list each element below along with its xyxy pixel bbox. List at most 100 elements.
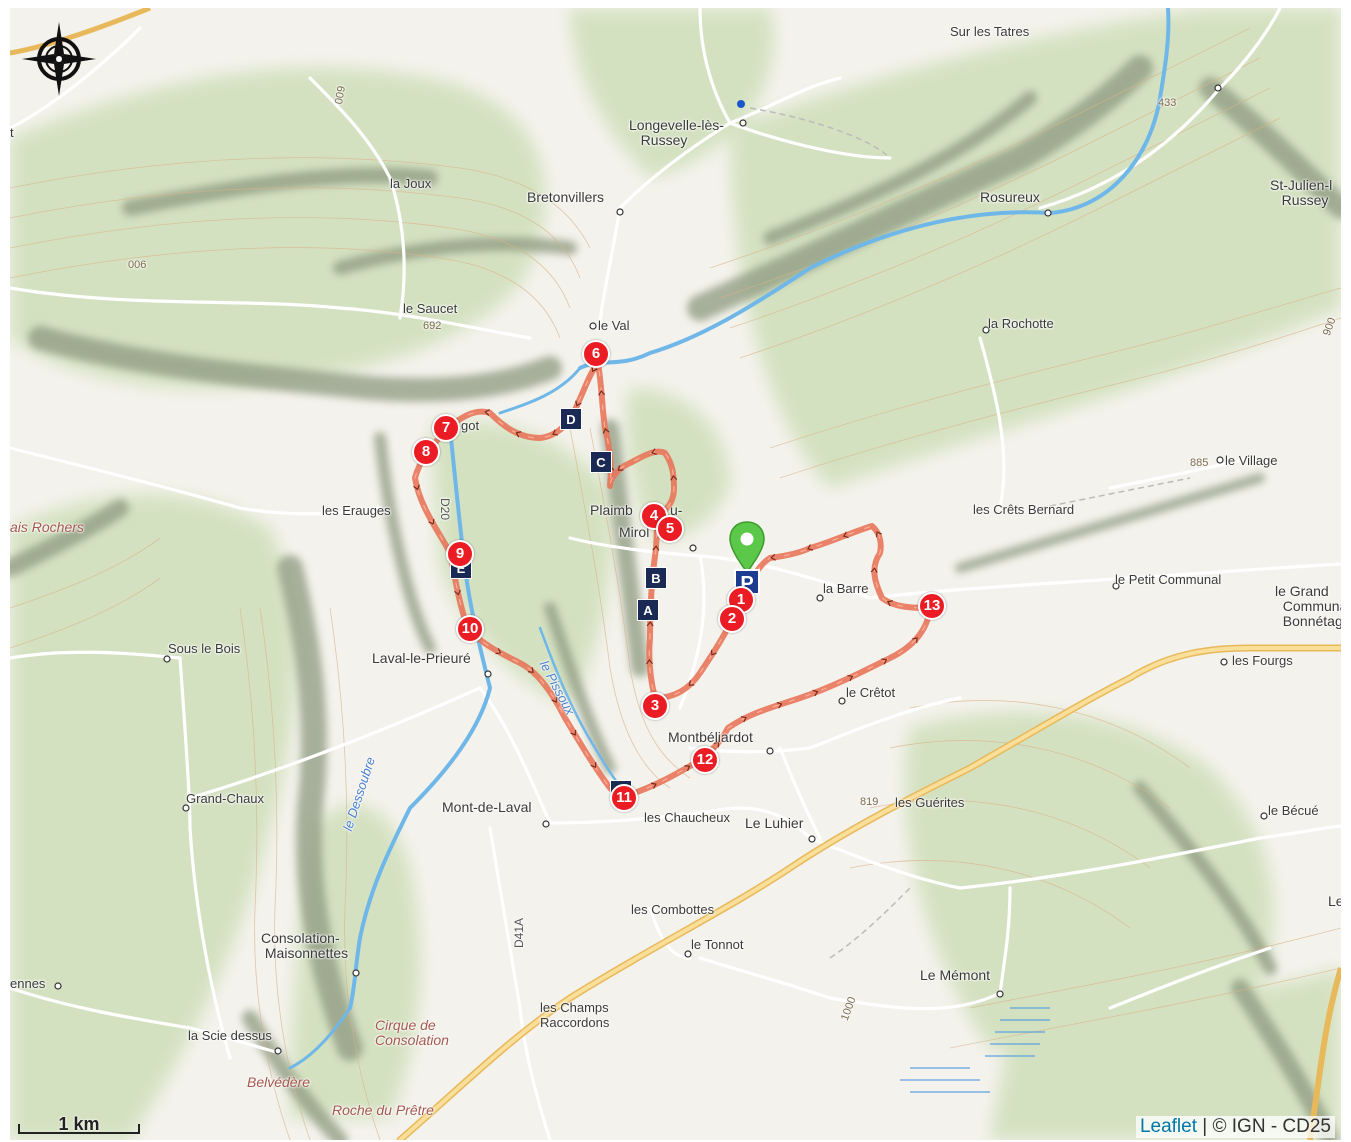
route-arrow: [591, 366, 598, 372]
altitude-692: 692: [423, 320, 442, 332]
route-arrow: [688, 680, 695, 686]
forest-areas: [10, 8, 1341, 1140]
poi-b[interactable]: B: [645, 567, 667, 589]
leaflet-link[interactable]: Leaflet: [1139, 1116, 1197, 1137]
route-arrow: [428, 518, 435, 525]
route-arrow: [570, 729, 577, 736]
place-cirque-de-consolation: Cirque de Consolation: [375, 1017, 449, 1048]
place-les-champs-raccordons: les Champs Raccordons: [540, 1000, 610, 1030]
route-arrow: [881, 658, 888, 665]
place-les-fourgs: les Fourgs: [1232, 653, 1293, 668]
route-arrow: [670, 475, 678, 481]
tracks: [749, 107, 1191, 959]
place-mont-de-laval: Mont-de-Laval: [442, 799, 532, 815]
route-arrow: [740, 716, 747, 723]
route-arrow: [454, 589, 461, 596]
place-le-petit-communal: le Petit Communal: [1115, 572, 1222, 587]
waypoint-2[interactable]: 2: [718, 605, 746, 633]
map-pin-icon[interactable]: [727, 520, 767, 576]
road-d41a: D41A: [512, 917, 526, 948]
place-les-crets-bernard: les Crêts Bernard: [973, 502, 1075, 517]
scale-bar: 1 km: [18, 1112, 140, 1134]
place-les-combottes: les Combottes: [631, 902, 715, 917]
attribution: Leaflet | © IGN - CD25: [1135, 1116, 1335, 1138]
place-le-luhier: Le Luhier: [745, 815, 804, 831]
place-belvedere: Belvédère: [247, 1074, 311, 1090]
waypoint-3[interactable]: 3: [641, 692, 669, 720]
place-la-barre: la Barre: [823, 581, 869, 596]
place-plaimbois: Plaimb: [590, 502, 633, 518]
route-arrow: [875, 531, 882, 538]
scale-label: 1 km: [58, 1114, 100, 1134]
road-d20: D20: [438, 498, 452, 521]
route-arrow: [684, 765, 691, 772]
relief-shading: [10, 55, 1341, 1140]
compass-rose-icon: [22, 22, 96, 96]
attribution-text: | © IGN - CD25: [1196, 1116, 1331, 1137]
poi-c[interactable]: C: [590, 451, 612, 473]
poi-d[interactable]: D: [560, 408, 582, 430]
poi-a[interactable]: A: [637, 599, 659, 621]
place-plaimbois-suffix: u-: [670, 502, 683, 518]
route-arrow: [528, 667, 534, 673]
route-arrow: [617, 465, 624, 471]
place-roche-du-pretre: Roche du Prêtre: [332, 1102, 434, 1118]
waypoint-6[interactable]: 6: [582, 340, 610, 368]
terrain-layer: [10, 8, 1341, 1140]
blue-dot: [737, 100, 745, 108]
place-got: got: [461, 418, 480, 433]
route-arrow: [650, 782, 657, 789]
waypoint-13[interactable]: 13: [918, 592, 946, 620]
place-ennes: ennes: [10, 976, 46, 991]
waypoint-7[interactable]: 7: [432, 414, 460, 442]
waypoint-10[interactable]: 10: [456, 615, 484, 643]
road-network: [10, 8, 1341, 1140]
place-longevelle: Longevelle-lès- Russey: [629, 117, 724, 148]
route-arrow: [710, 649, 717, 656]
village-dots: [54, 84, 1268, 1055]
contour-lines: [10, 27, 1341, 1140]
waypoint-8[interactable]: 8: [412, 438, 440, 466]
place-la-joux: la Joux: [390, 176, 432, 191]
place-miroir: Mirol: [619, 524, 650, 540]
route-arrow: [551, 696, 558, 703]
route-arrow: [870, 567, 878, 573]
waypoint-12[interactable]: 12: [691, 746, 719, 774]
route-arrow: [770, 553, 776, 561]
altitude-006: 006: [128, 259, 147, 271]
waypoint-5[interactable]: 5: [656, 515, 684, 543]
place-le-grand-communal: le Grand Communa Bonnétag: [1275, 583, 1341, 629]
route-arrow: [912, 637, 918, 643]
waypoint-11[interactable]: 11: [610, 784, 638, 812]
place-la-scie-dessus: la Scie dessus: [188, 1028, 272, 1043]
altitude-885: 885: [1190, 457, 1209, 469]
route-arrow: [776, 701, 783, 709]
place-les-chaucheux: les Chaucheux: [644, 810, 730, 825]
route-arrow: [602, 427, 610, 434]
altitude-433: 433: [1158, 97, 1177, 109]
altitude-819: 819: [860, 796, 879, 808]
waypoint-9[interactable]: 9: [446, 540, 474, 568]
place-le-village: le Village: [1225, 453, 1278, 468]
route-arrow: [812, 689, 819, 697]
place-t-edge: t: [10, 125, 14, 140]
place-le-val: le Val: [598, 318, 630, 333]
place-st-julien: St-Julien-l Russey: [1270, 177, 1333, 208]
place-sur-les-tatres: Sur les Tatres: [950, 24, 1030, 39]
route-arrow: [495, 648, 502, 655]
route-arrow: [847, 674, 854, 682]
route-arrow: [713, 741, 720, 748]
place-la-rochotte: la Rochotte: [988, 316, 1054, 331]
place-les-erauges: les Erauges: [322, 503, 391, 518]
route-arrow: [515, 431, 522, 438]
route-arrow: [575, 400, 582, 407]
scale-bar-line: [18, 1124, 140, 1134]
place-le-memont: Le Mémont: [920, 967, 991, 983]
place-le-saucet: le Saucet: [403, 301, 458, 316]
place-grand-chaux: Grand-Chaux: [186, 791, 265, 806]
map-viewport[interactable]: Sur les Tatres Longevelle-lès- Russey la…: [10, 8, 1341, 1140]
route-arrow: [646, 658, 653, 665]
route-arrow: [887, 600, 893, 607]
route-arrow: [652, 545, 660, 551]
place-laval-le-prieure: Laval-le-Prieuré: [372, 650, 471, 666]
